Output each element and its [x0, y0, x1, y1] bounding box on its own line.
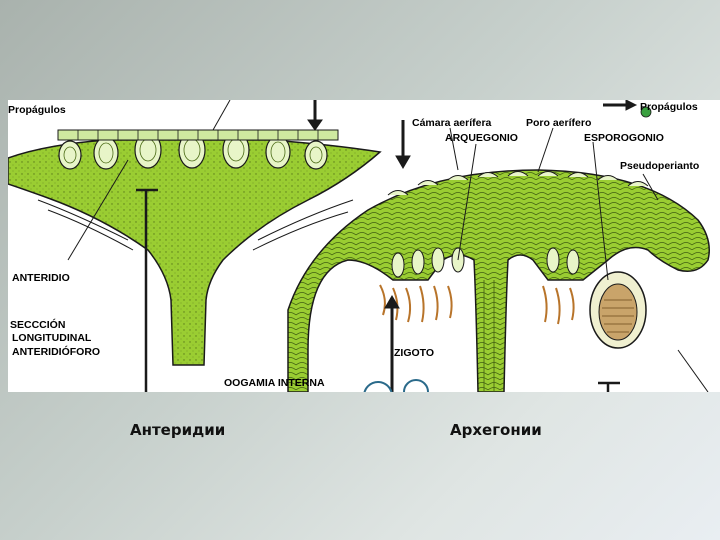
caption-archegonia: Архегонии	[450, 421, 542, 439]
label-poro-aerifero: Poro aerífero	[526, 118, 591, 129]
label-seccion-line3: ANTERIDIÓFORO	[12, 347, 100, 358]
caption-antheridia: Антеридии	[130, 421, 225, 439]
label-seccion-line2: LONGITUDINAL	[12, 333, 91, 344]
label-seccion-line1: SECCCIÓN	[10, 320, 65, 331]
label-esporogonio: ESPOROGONIO	[584, 133, 664, 144]
label-pseudoperianto: Pseudoperianto	[620, 161, 699, 172]
label-arquegonio: ARQUEGONIO	[445, 133, 518, 144]
label-camara-aerifera: Cámara aerífera	[412, 118, 491, 129]
label-zigoto: ZIGOTO	[394, 348, 434, 359]
label-propagulos-left: Propágulos	[8, 105, 66, 116]
label-propagulos-right: Propágulos	[640, 102, 698, 113]
label-oogamia-interna: OOGAMIA INTERNA	[224, 378, 325, 389]
label-anteridio: ANTERIDIO	[12, 273, 70, 284]
sporophyte	[590, 272, 646, 348]
botanical-figure: Propágulos ANTERIDIO SECCCIÓN LONGITUDIN…	[8, 100, 720, 392]
